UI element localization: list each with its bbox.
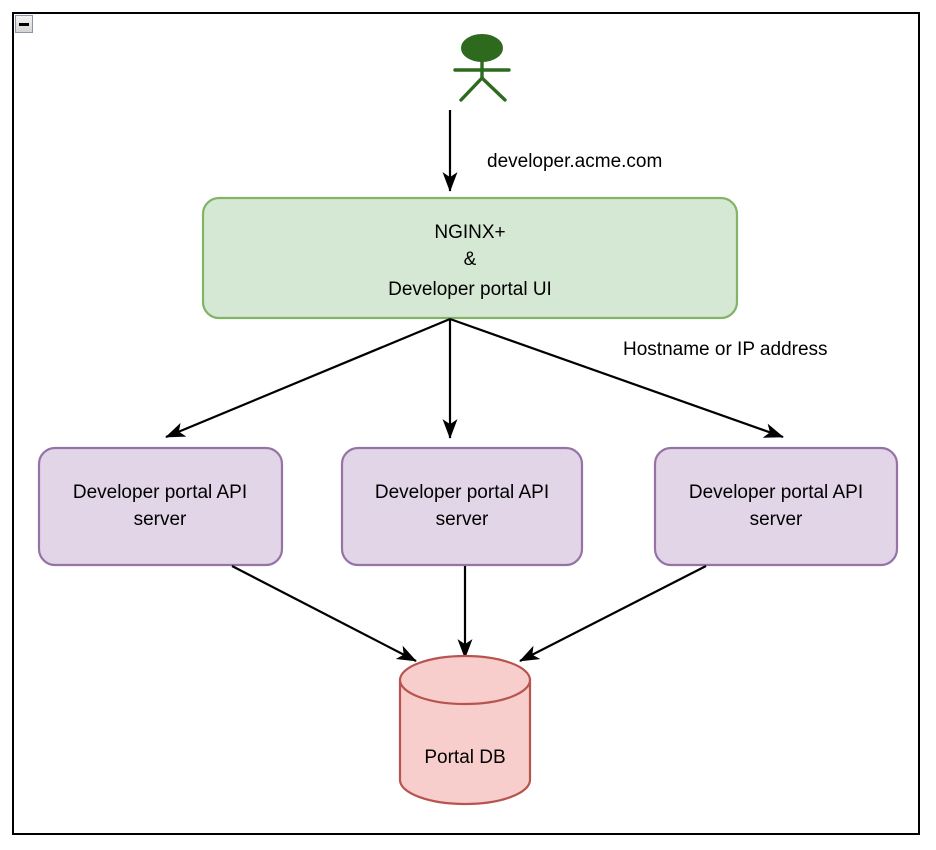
node-nginx-ui-line-1: NGINX+ bbox=[434, 222, 505, 243]
node-nginx-ui-line-2: & bbox=[464, 249, 477, 270]
collapse-minus-icon[interactable] bbox=[15, 15, 33, 33]
node-nginx-ui[interactable]: NGINX+ & Developer portal UI bbox=[201, 196, 739, 320]
node-api-server-center-line-2: server bbox=[436, 509, 489, 530]
node-nginx-ui-line-3: Developer portal UI bbox=[388, 279, 552, 300]
node-portal-db[interactable]: Portal DB bbox=[398, 654, 532, 806]
edge-label-developer-url: developer.acme.com bbox=[487, 151, 662, 172]
minus-bar bbox=[19, 22, 29, 26]
edge-api-right-to-db bbox=[519, 565, 707, 662]
node-portal-db-label: Portal DB bbox=[424, 747, 505, 768]
node-api-server-right-line-1: Developer portal API bbox=[689, 482, 863, 503]
node-api-server-left-line-1: Developer portal API bbox=[73, 482, 247, 503]
node-api-server-center[interactable]: Developer portal API server bbox=[340, 446, 584, 567]
edge-nginx-to-api-left bbox=[165, 317, 451, 439]
node-api-server-right[interactable]: Developer portal API server bbox=[653, 446, 899, 567]
node-api-server-right-line-2: server bbox=[750, 509, 803, 530]
edge-label-hostname-or-ip: Hostname or IP address bbox=[623, 339, 828, 360]
node-api-server-center-line-1: Developer portal API bbox=[375, 482, 549, 503]
developer-actor-icon bbox=[453, 34, 511, 102]
edge-nginx-to-api-right bbox=[449, 317, 784, 439]
node-api-server-left[interactable]: Developer portal API server bbox=[37, 446, 284, 567]
edge-api-left-to-db bbox=[231, 565, 417, 662]
node-api-server-left-line-2: server bbox=[134, 509, 187, 530]
